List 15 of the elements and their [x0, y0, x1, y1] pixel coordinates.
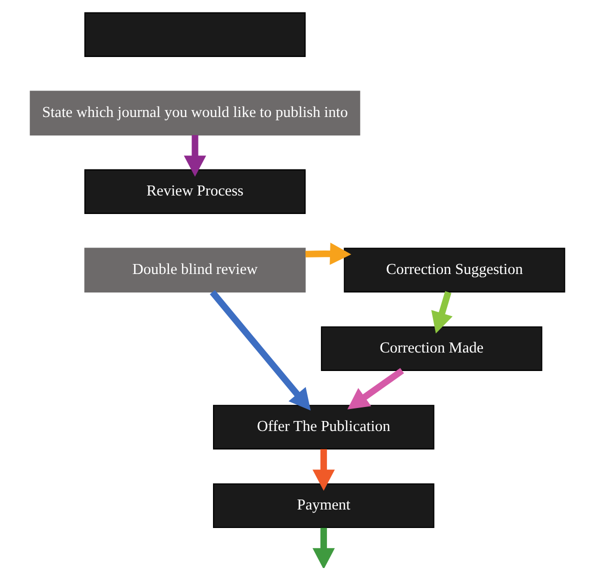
- node-box: Review Process: [84, 169, 306, 214]
- arrow: [347, 368, 404, 410]
- arrow: [210, 290, 311, 410]
- node-box: Offer The Publication: [213, 404, 434, 450]
- node-box: State which journal you would like to publish into: [30, 90, 360, 136]
- node-box: Correction Made: [320, 326, 542, 372]
- arrow: [431, 291, 453, 334]
- arrow: [184, 135, 206, 177]
- node-box: Correction Suggestion: [344, 248, 566, 293]
- arrow: [305, 242, 352, 265]
- node-box: Payment: [213, 483, 434, 528]
- node-box: Double blind review: [84, 248, 306, 293]
- arrow: [312, 449, 335, 491]
- node-box: [84, 12, 306, 57]
- arrow: [312, 528, 335, 568]
